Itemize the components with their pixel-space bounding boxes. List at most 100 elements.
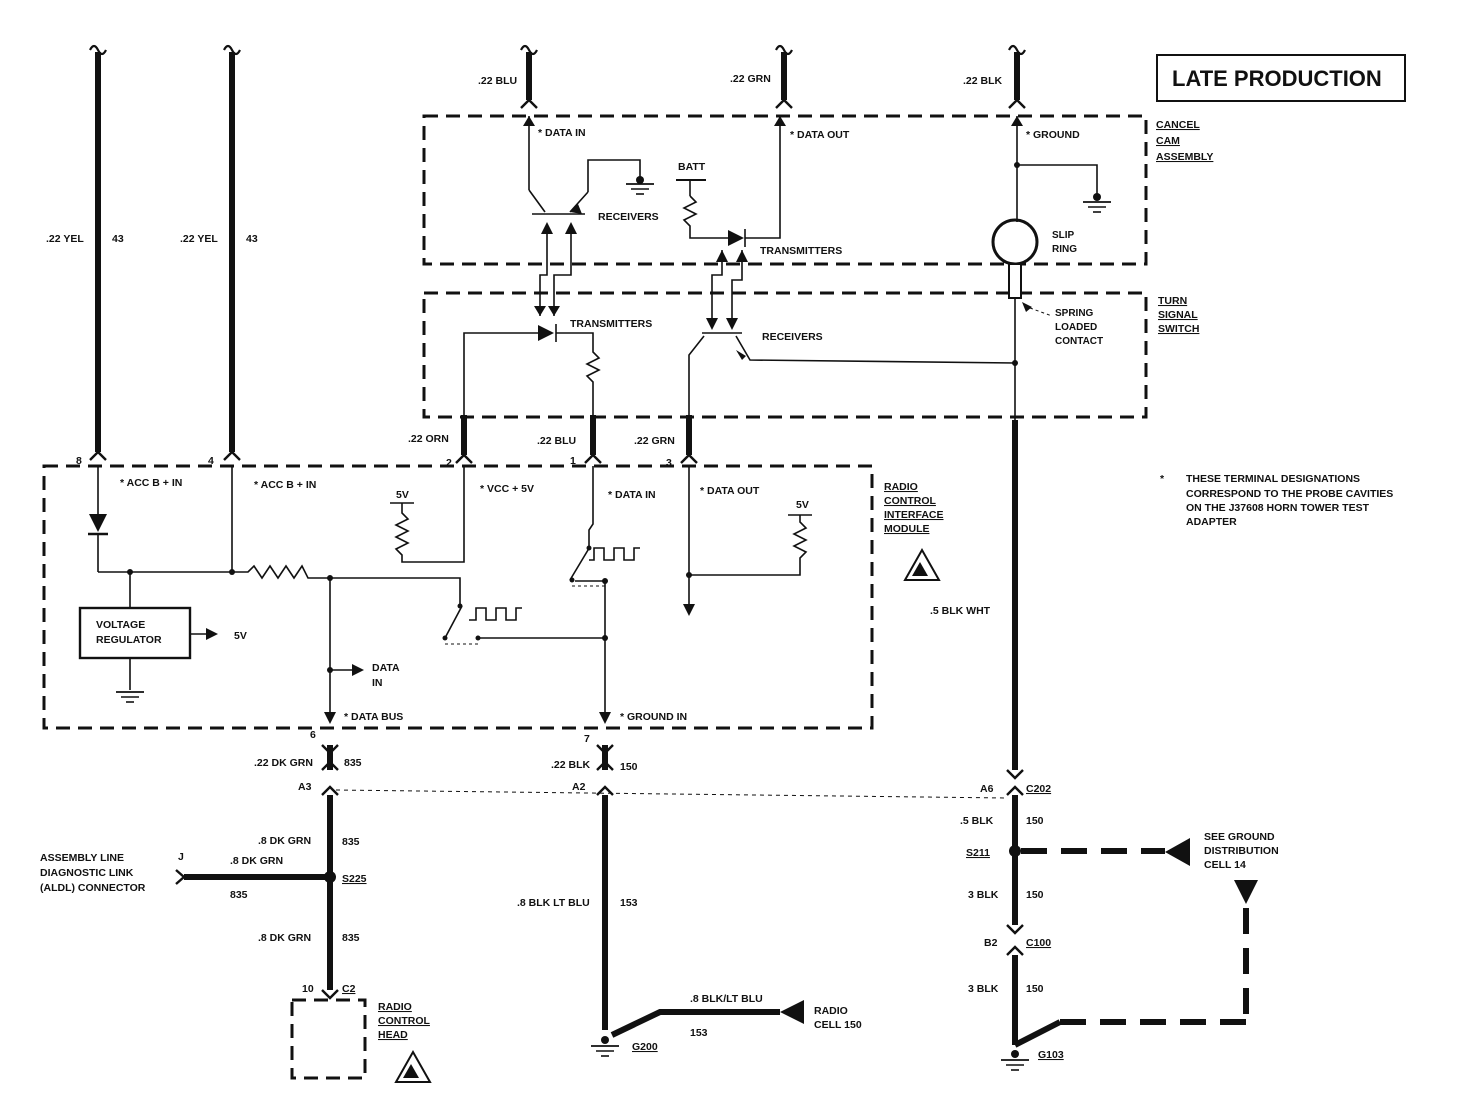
heavy-wires [95,52,1062,1048]
wire-label-blk3b-num: 150 [1026,983,1044,995]
wire-label-blk3a: 3 BLK [968,889,999,901]
wire-label-blu-top: .22 BLU [478,75,517,87]
rim-name-3: INTERFACE [884,509,944,521]
ts-name-2: SIGNAL [1158,309,1198,321]
ts-receivers: RECEIVERS [762,331,823,343]
note-line-2: CORRESPOND TO THE PROBE CAVITIES [1186,488,1393,500]
wire-label-blk5: .5 BLK [960,815,994,827]
cc-name-3: ASSEMBLY [1156,151,1213,163]
note-line-1: THESE TERMINAL DESIGNATIONS [1186,473,1360,485]
ts-name-3: SWITCH [1158,323,1199,335]
wire-label-blk3a-num: 150 [1026,889,1044,901]
wire-label-orn: .22 ORN [408,433,449,445]
rim-data-in-arrow-1: DATA [372,662,400,674]
wire-label-grn-mid: .22 GRN [634,435,675,447]
conn-c100: C100 [1026,937,1051,949]
rim-5v-b: 5V [796,499,809,511]
wire-label-blk-22: .22 BLK [551,759,591,771]
conn-a2: A2 [572,781,586,793]
see-ground-line-1: SEE GROUND [1204,831,1275,843]
wire-label-dkgrn8-a: .8 DK GRN [258,835,311,847]
wire-label-yel-left: .22 YEL [46,233,84,245]
labels: .22 BLU .22 GRN .22 BLK .22 YEL 43 .22 Y… [40,73,1393,1061]
rim-data-in: * DATA IN [608,489,656,501]
ts-spring-1: SPRING [1055,308,1094,319]
rim-pin-8: 8 [76,455,82,467]
title-box: LATE PRODUCTION [1156,54,1406,102]
rim-data-in-arrow-2: IN [372,677,383,689]
wire-label-blkltblu-num: 153 [620,897,638,909]
radio-cell-line-2: CELL 150 [814,1019,862,1031]
rim-name-1: RADIO [884,481,918,493]
cc-ground: * GROUND [1026,129,1080,141]
rim-acc-1: * ACC B + IN [120,477,182,489]
wire-label-blkltblu: .8 BLK LT BLU [517,897,590,909]
cc-name-2: CAM [1156,135,1180,147]
wire-label-yel-right-num: 43 [246,233,258,245]
ground-g200: G200 [632,1041,658,1053]
cc-batt: BATT [678,161,706,173]
rim-vcc: * VCC + 5V [480,483,534,495]
conn-a3: A3 [298,781,312,793]
wire-label-dkgrn8-a-num: 835 [342,836,360,848]
aldl-line-2: DIAGNOSTIC LINK [40,867,134,879]
rim-box [42,464,874,730]
wire-label-blk3b: 3 BLK [968,983,999,995]
ts-name-1: TURN [1158,295,1187,307]
ground-g103: G103 [1038,1049,1064,1061]
cc-data-out: * DATA OUT [790,129,850,141]
ground-distribution-dashed [1021,848,1249,1025]
wire-label-yel-left-num: 43 [112,233,124,245]
aldl-line-3: (ALDL) CONNECTOR [40,882,146,894]
note-star: * [1160,473,1165,485]
page-title: LATE PRODUCTION [1172,66,1382,91]
cc-slip-2: RING [1052,244,1077,255]
note-line-3: ON THE J37608 HORN TOWER TEST [1186,502,1370,514]
cc-data-in: * DATA IN [538,127,586,139]
vr-label-2: REGULATOR [96,634,162,646]
wire-label-blkltblu2-num: 153 [690,1027,708,1039]
wire-label-grn-top: .22 GRN [730,73,771,85]
ts-spring-3: CONTACT [1055,336,1103,347]
rim-5v-a: 5V [396,489,409,501]
ts-transmitters: TRANSMITTERS [570,318,652,330]
wire-label-dkgrn8-b: .8 DK GRN [230,855,283,867]
wire-label-blu-mid: .22 BLU [537,435,576,447]
rim-pin-3: 3 [666,457,672,469]
cc-slip-1: SLIP [1052,230,1075,241]
rim-data-out: * DATA OUT [700,485,760,497]
conn-c202: C202 [1026,783,1051,795]
see-ground-line-2: DISTRIBUTION [1204,845,1279,857]
vr-out: 5V [234,630,247,642]
wire-label-dkgrn-22: .22 DK GRN [254,757,313,769]
rim-pin-2: 2 [446,457,452,469]
wire-label-dkgrn8-b-num: 835 [230,889,248,901]
wire-break-symbols [89,44,1026,56]
connector-link-line [335,789,1008,799]
vr-label-1: VOLTAGE [96,619,145,631]
cc-transmitters: TRANSMITTERS [760,245,842,257]
turn-signal-box [422,291,1148,419]
radio-head-box [290,998,367,1080]
radio-head-line-2: CONTROL [378,1015,430,1027]
ts-spring-2: LOADED [1055,322,1097,333]
note-line-4: ADAPTER [1186,516,1237,528]
conn-c2: C2 [342,983,356,995]
wire-label-dkgrn8-c-num: 835 [342,932,360,944]
rim-ground-in: * GROUND IN [620,711,687,723]
voltage-regulator [78,606,192,660]
wire-label-blk5-num: 150 [1026,815,1044,827]
connector-chevrons [89,98,1026,1000]
aldl-line-1: ASSEMBLY LINE [40,852,124,864]
rim-acc-2: * ACC B + IN [254,479,316,491]
wire-label-blkwht: .5 BLK WHT [930,605,991,617]
radio-cell-line-1: RADIO [814,1005,848,1017]
cc-name-1: CANCEL [1156,119,1200,131]
wire-label-blkltblu2: .8 BLK/LT BLU [690,993,763,1005]
aldl-pin: J [178,851,184,863]
rim-pin-4: 4 [208,455,214,467]
see-ground-line-3: CELL 14 [1204,859,1246,871]
conn-a6: A6 [980,783,994,795]
rim-name-2: CONTROL [884,495,936,507]
